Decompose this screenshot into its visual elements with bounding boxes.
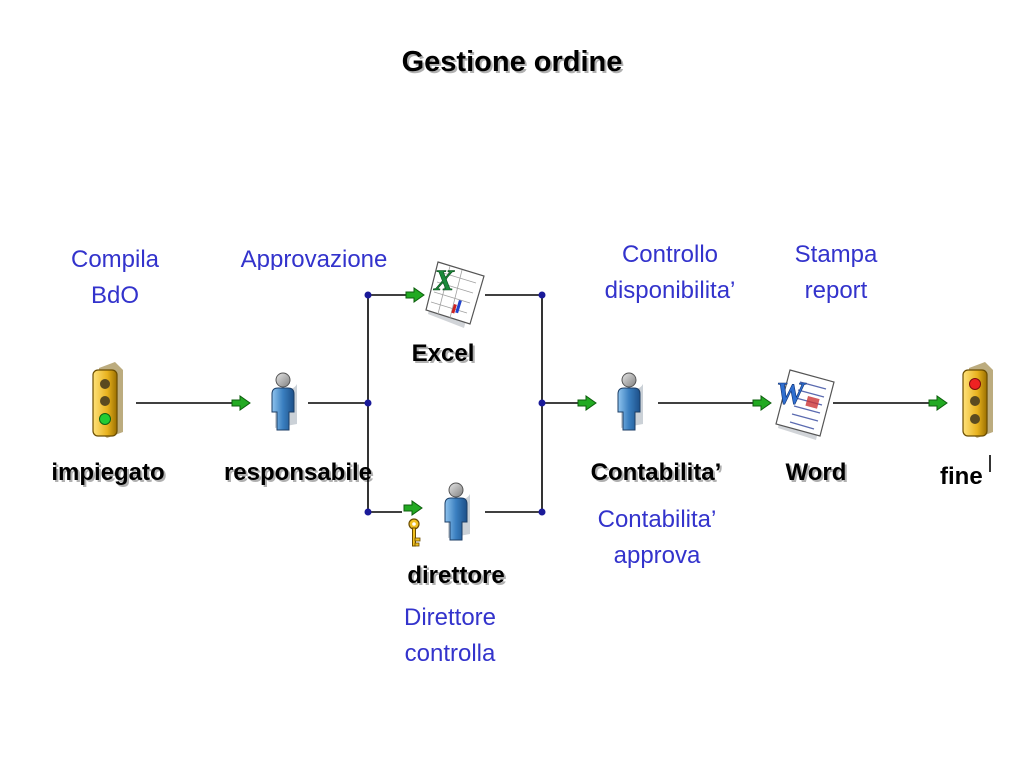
traffic-light-green-icon	[92, 362, 123, 438]
step-contabilita-approva: Contabilita’ approva	[565, 502, 749, 574]
step-stampa-report: Stampa report	[776, 237, 896, 309]
svg-text:X: X	[433, 264, 455, 297]
label-fine: fine	[940, 463, 983, 490]
flow-arrows	[231, 287, 948, 516]
excel-document-icon: X	[425, 261, 485, 328]
step-controllo-line2: disponibilita’	[604, 277, 736, 304]
svg-text:W: W	[776, 375, 807, 411]
step-controllo-line1: Controllo	[621, 241, 719, 268]
label-word: Word	[785, 459, 847, 486]
step-compila-bdo: Compila BdO	[48, 242, 182, 314]
key-condition-icon	[408, 518, 421, 547]
step-compila-line1: Compila	[70, 246, 160, 273]
label-excel: Excel	[411, 340, 475, 367]
label-impiegato: impiegato	[51, 459, 165, 486]
step-direttore-line2: controlla	[404, 640, 496, 667]
step-controllo-disponibilita: Controllo disponibilita’	[570, 237, 770, 309]
junction-dots	[364, 291, 546, 516]
step-approvazione: Approvazione	[240, 246, 388, 270]
label-direttore: direttore	[407, 562, 505, 589]
word-document-icon: W	[775, 369, 835, 440]
person-icon-direttore	[444, 482, 471, 541]
person-icon-contabilita	[617, 372, 644, 431]
step-stampa-line1: Stampa	[794, 241, 878, 268]
step-direttore-controlla: Direttore controlla	[370, 600, 530, 672]
page-title: Gestione ordine	[401, 46, 623, 78]
traffic-light-red-icon	[962, 362, 993, 438]
step-direttore-line1: Direttore	[403, 604, 497, 631]
step-stampa-line2: report	[804, 277, 868, 304]
step-compila-line2: BdO	[90, 282, 140, 309]
label-contabilita: Contabilita’	[590, 459, 722, 486]
label-responsabile: responsabile	[223, 459, 373, 486]
connector-lines	[136, 294, 991, 513]
step-contabilita-line2: approva	[613, 542, 701, 569]
person-icon-responsabile	[271, 372, 298, 431]
step-contabilita-line1: Contabilita’	[597, 506, 717, 533]
